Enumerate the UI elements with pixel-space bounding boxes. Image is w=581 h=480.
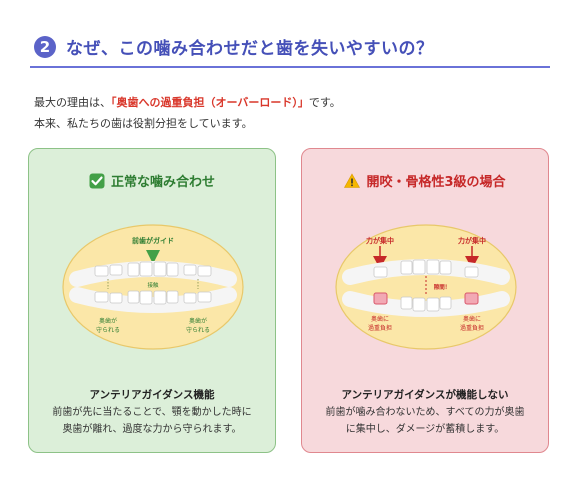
guide-label: 前歯がガイド [132,236,174,245]
upper-teeth [373,259,479,278]
left-note-2: 守られる [96,326,120,334]
intro-text-end: です。 [308,96,341,109]
open-bite-subtitle: アンテリアガイダンスが機能しない [341,389,509,401]
normal-bite-diagram: 前歯がガイド 接触 奥歯が 守られる [62,224,244,350]
intro-text: 最大の理由は、 [34,96,111,109]
open-bite-description: 前歯が噛み合わないため、すべての力が奥歯 に集中し、ダメージが蓄積します。 [302,404,548,438]
right-note-1: 奥歯に [463,315,481,323]
right-note-1: 奥歯が [189,317,207,325]
gap-label: 隙間！ [434,283,451,291]
lower-teeth [400,296,452,312]
open-bite-diagram: 力が集中 力が集中 隙間！ 奥歯に 過重負担 [335,224,517,350]
normal-bite-card: 正常な噛み合わせ 前歯がガイド 接触 [28,148,276,453]
normal-bite-title-text: 正常な噛み合わせ [110,175,215,190]
intro-line-2: 本来、私たちの歯は役割分担をしています。 [34,117,253,130]
normal-bite-title: 正常な噛み合わせ [29,171,275,190]
open-bite-title: 開咬・骨格性3級の場合 [302,171,548,190]
guide-arrow [146,250,160,264]
upper-teeth [94,261,212,277]
intro-highlight: 「奥歯への過重負担（オーバーロード）」 [111,96,309,109]
force-arrow-left [373,256,387,269]
force-label-right: 力が集中 [458,236,486,245]
section-number-badge: 2 [34,35,56,58]
normal-bite-subtitle: アンテリアガイダンス機能 [89,389,215,401]
open-bite-card: 開咬・骨格性3級の場合 力が集中 力が集中 [301,148,549,453]
force-arrow-right [465,256,479,269]
left-note-2: 過重負担 [368,324,392,332]
right-note-2: 守られる [186,326,210,334]
normal-bite-description: 前歯が先に当たることで、顎を動かした時に 奥歯が離れ、過度な力から守られます。 [29,404,275,438]
left-note-1: 奥歯が [99,317,117,325]
desc-line-2: 奥歯が離れ、過度な力から守られます。 [62,424,242,435]
desc-line-2: に集中し、ダメージが蓄積します。 [345,424,505,435]
intro-line-1: 最大の理由は、「奥歯への過重負担（オーバーロード）」です。 [34,94,341,110]
right-note-2: 過重負担 [460,324,484,332]
left-note-1: 奥歯に [371,315,389,323]
force-label-left: 力が集中 [366,236,394,245]
check-icon [89,173,105,189]
overloaded-molars [373,292,479,305]
section-heading: 2 なぜ、この噛み合わせだと歯を失いやすいの？ [34,34,434,59]
lower-teeth [94,290,212,305]
warning-icon [344,172,361,189]
contact-label: 接触 [147,281,159,289]
section-title: なぜ、この噛み合わせだと歯を失いやすいの？ [66,39,434,59]
desc-line-1: 前歯が噛み合わないため、すべての力が奥歯 [325,407,525,418]
heading-divider [30,66,550,68]
desc-line-1: 前歯が先に当たることで、顎を動かした時に [52,407,252,418]
open-bite-title-text: 開咬・骨格性3級の場合 [366,175,506,190]
